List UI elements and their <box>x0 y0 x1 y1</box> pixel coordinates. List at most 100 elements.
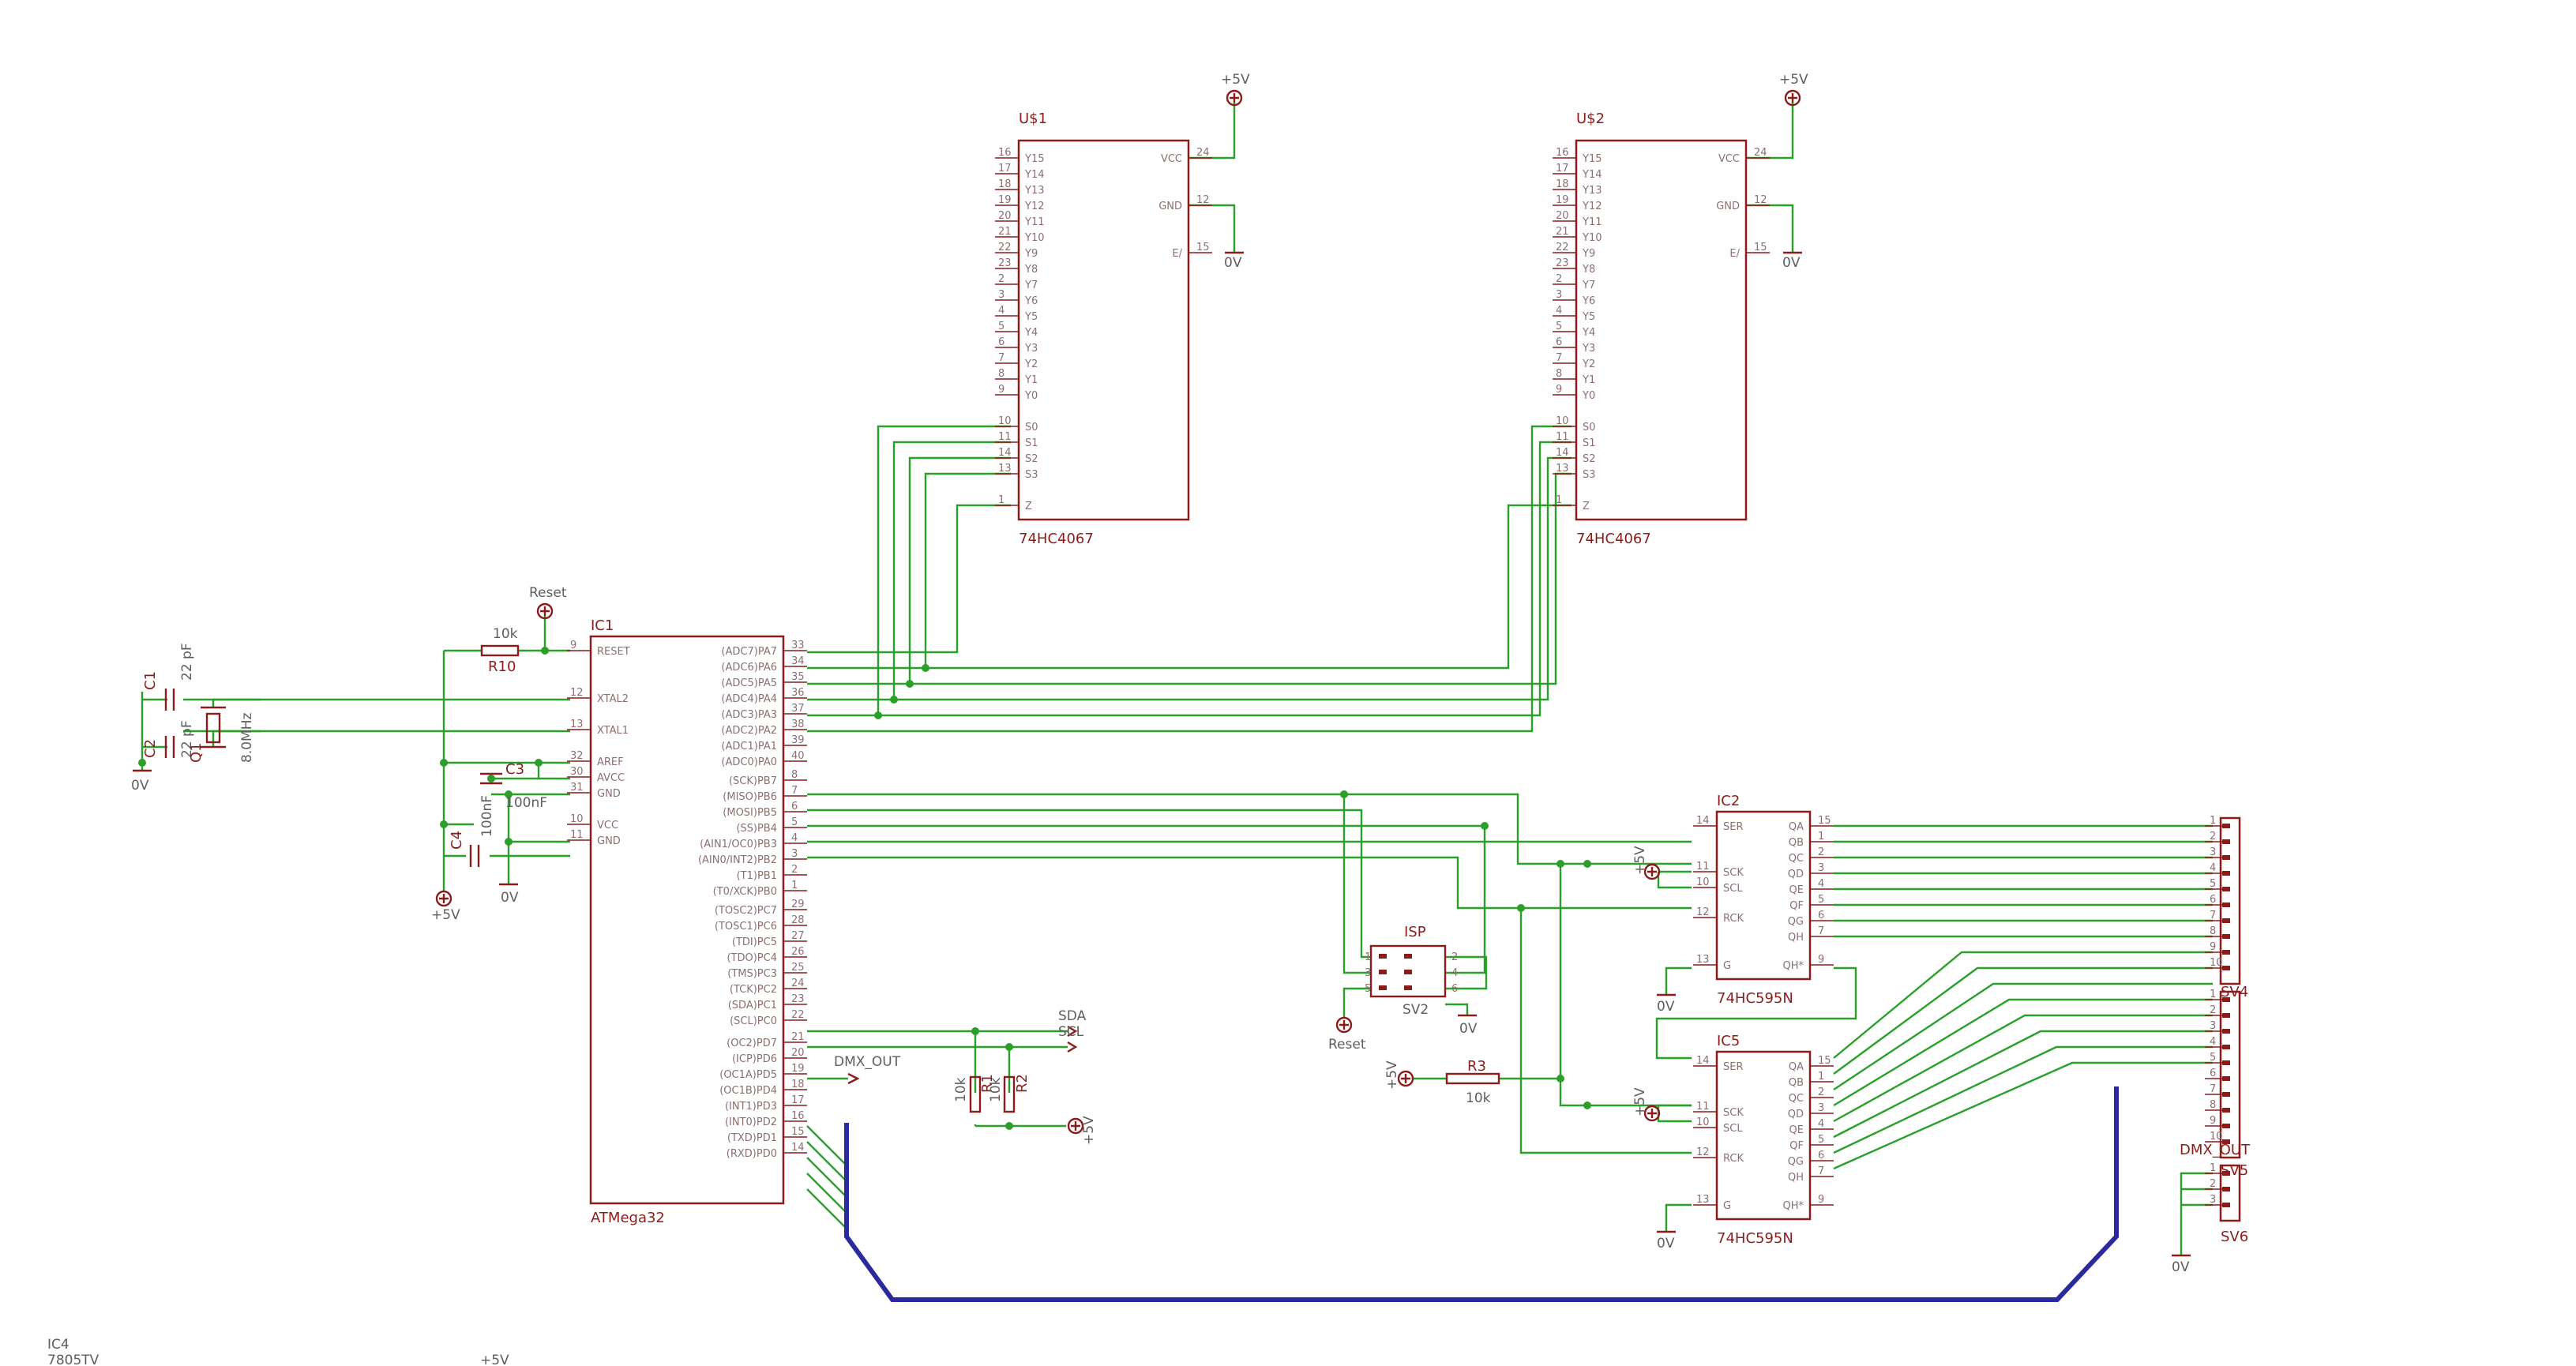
pin-number: 33 <box>791 640 805 651</box>
shift-register-ic5: IC574HC595N14SER11SCK10SCL12RCK13G15QA1Q… <box>1693 1033 1834 1247</box>
pin-number: 5 <box>1818 894 1824 906</box>
header-pin-number: 10 <box>2210 957 2223 969</box>
pin-number: 20 <box>1556 210 1569 222</box>
pin-number: 2 <box>1818 846 1824 858</box>
pin-label: Y14 <box>1582 169 1602 181</box>
vcc-label: +5V <box>1779 72 1808 88</box>
pin-label: Y1 <box>1024 374 1038 386</box>
header-pin-number: 2 <box>2210 1004 2216 1016</box>
pin-number: 4 <box>1818 878 1824 890</box>
pin-number: 7 <box>1818 1165 1824 1177</box>
pin-label: (SCK)PB7 <box>729 775 777 787</box>
pin-number: 1 <box>791 880 798 891</box>
pin-number: 1 <box>1818 1071 1824 1083</box>
sv5-value: DMX_OUT <box>2180 1142 2251 1158</box>
header-pin-number: 3 <box>2210 846 2216 858</box>
pin-number: 6 <box>791 801 798 812</box>
svg-text:1: 1 <box>1365 951 1371 963</box>
pin-label: Y1 <box>1582 374 1595 386</box>
svg-text:22 pF: 22 pF <box>179 643 195 681</box>
pin-number: 2 <box>998 273 1004 285</box>
pin-label: Y8 <box>1024 264 1038 276</box>
pin-label: Y5 <box>1024 311 1038 323</box>
pin-label: QG <box>1788 1156 1804 1168</box>
pin-number: 21 <box>998 226 1012 238</box>
svg-text:0V: 0V <box>131 778 149 794</box>
pin-number: 23 <box>998 257 1012 269</box>
header-pin-number: 9 <box>2210 941 2216 953</box>
pin-number: 13 <box>1696 954 1710 966</box>
pin-number: 11 <box>570 829 584 841</box>
pin-label: Y13 <box>1024 185 1044 197</box>
header-pin-number: 9 <box>2210 1115 2216 1127</box>
pin-label: Y4 <box>1024 327 1038 339</box>
pin-number: 13 <box>998 463 1012 475</box>
pin-label: QE <box>1789 884 1804 896</box>
header-pin-number: 3 <box>2210 1020 2216 1032</box>
header-body <box>2219 990 2241 1159</box>
pin-number: 16 <box>1556 147 1569 159</box>
pin-label: G <box>1723 960 1731 972</box>
pin-label: S1 <box>1583 437 1596 449</box>
header-pin-pad <box>2222 1092 2230 1097</box>
ic-name: U$1 <box>1019 111 1047 127</box>
vcc-label: +5V <box>1221 72 1250 88</box>
pin-number: 2 <box>1556 273 1562 285</box>
pin-number: 21 <box>791 1031 805 1043</box>
pin-label: (SDA)PC1 <box>728 1000 777 1011</box>
capacitor-c4: C4 <box>449 831 480 867</box>
ic-value: 74HC595N <box>1717 990 1793 1007</box>
pin-label: Y8 <box>1582 264 1595 276</box>
header-pin-pad <box>2222 1013 2230 1018</box>
mux1-supply: +5V <box>1221 72 1250 107</box>
pin-number: 31 <box>570 782 584 794</box>
pin-label: QH <box>1788 932 1804 944</box>
svg-text:+5V: +5V <box>431 907 460 923</box>
pin-label: S0 <box>1583 422 1596 433</box>
svg-text:100nF: 100nF <box>479 795 495 837</box>
sr1-supply: +5V <box>1632 846 1661 880</box>
resistor-r3: +5V R3 10k <box>1384 1058 1500 1106</box>
svg-text:+5V: +5V <box>1384 1060 1400 1090</box>
pin-number: 32 <box>570 750 584 762</box>
header-pin-number: 5 <box>2210 878 2216 890</box>
pin-number: 35 <box>791 671 805 683</box>
header-pin-number: 2 <box>2210 1178 2216 1190</box>
svg-text:10k: 10k <box>1466 1090 1491 1106</box>
svg-text:ISP: ISP <box>1404 924 1426 940</box>
pin-number: 5 <box>791 816 798 828</box>
pin-number: 5 <box>1556 321 1562 332</box>
mux-u2: U$274HC406716Y1517Y1418Y1319Y1220Y1121Y1… <box>1553 111 1770 547</box>
pin-number: 12 <box>1696 1146 1710 1158</box>
ic-body <box>1715 810 1812 981</box>
header-pin-pad <box>2222 1139 2230 1144</box>
pin-number: 6 <box>1818 910 1824 921</box>
header-sv6: 123 <box>2205 1162 2241 1222</box>
pin-number: 20 <box>791 1047 805 1059</box>
ic4-name: IC4 <box>47 1337 69 1353</box>
mux-u1: U$174HC406716Y1517Y1418Y1319Y1220Y1121Y1… <box>995 111 1212 547</box>
header-pin-pad <box>2222 887 2230 891</box>
pin-number: 14 <box>791 1142 805 1154</box>
svg-text:0V: 0V <box>2172 1259 2190 1275</box>
pin-label: QA <box>1789 821 1804 833</box>
pin-label: XTAL2 <box>597 693 629 705</box>
pin-number: 8 <box>791 769 798 781</box>
pin-label: GND <box>1716 201 1740 212</box>
pin-label: QF <box>1789 900 1804 912</box>
pin-number: 13 <box>1556 463 1569 475</box>
pin-number: 12 <box>570 687 584 699</box>
pin-number: 3 <box>1556 289 1562 301</box>
pin-label: (TDI)PC5 <box>732 936 777 948</box>
svg-text:DMX_OUT: DMX_OUT <box>834 1054 901 1070</box>
header-pin-pad <box>2222 934 2230 939</box>
header-pin-pad <box>2222 1108 2230 1113</box>
svg-text:0V: 0V <box>1459 1021 1478 1037</box>
svg-text:C3: C3 <box>505 761 524 778</box>
reset-net: Reset <box>529 585 567 620</box>
pin-label: Y14 <box>1024 169 1044 181</box>
gnd-label: 0V <box>1782 255 1801 271</box>
isp-header: ISP SV2 1 2 3 4 5 6 <box>1365 924 1458 1018</box>
mux2-supply: +5V <box>1779 72 1808 107</box>
header-pin-number: 7 <box>2210 910 2216 921</box>
